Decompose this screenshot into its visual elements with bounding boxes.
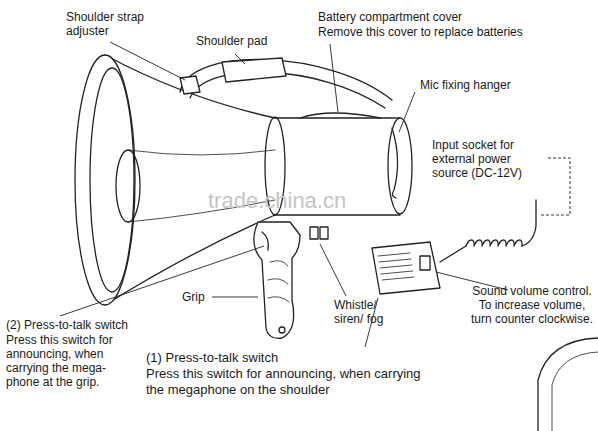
watermark: trade.china.cn bbox=[208, 188, 408, 214]
switch bbox=[320, 227, 328, 239]
switch-heading: (1) Press-to-talk switch bbox=[146, 350, 436, 366]
grip-ridges bbox=[268, 261, 289, 302]
horn-rim bbox=[90, 68, 134, 292]
part-label: Grip bbox=[182, 290, 222, 304]
note-text: Press this switch for announcing, when c… bbox=[6, 333, 136, 389]
body-end bbox=[388, 118, 412, 214]
part-label: Sound volume control. To increase volume… bbox=[470, 284, 594, 326]
leader-line bbox=[60, 246, 264, 316]
battery-cover bbox=[300, 113, 380, 118]
horn-driver bbox=[116, 150, 140, 222]
coiled-cord bbox=[466, 240, 522, 246]
trigger bbox=[262, 232, 268, 250]
horn-mouth bbox=[75, 55, 135, 305]
shoulder-pad bbox=[222, 58, 286, 82]
part-label: Input socket for external power source (… bbox=[432, 138, 546, 180]
grip bbox=[254, 222, 300, 338]
part-label: Whistle/ siren/ fog bbox=[334, 298, 384, 326]
leader-line bbox=[330, 44, 338, 112]
leader-line bbox=[399, 92, 415, 132]
grip-loop bbox=[279, 327, 285, 333]
switch bbox=[310, 227, 318, 239]
shoulder-strap bbox=[190, 72, 385, 108]
microphone bbox=[372, 242, 440, 294]
leader-line bbox=[212, 297, 258, 298]
leader-line bbox=[235, 54, 245, 64]
partial-object bbox=[538, 338, 598, 431]
leader-line bbox=[110, 42, 185, 80]
partial-object bbox=[552, 352, 598, 431]
part-label: Shoulder pad bbox=[196, 34, 286, 48]
part-label: Battery compartment cover bbox=[318, 10, 588, 24]
cord bbox=[440, 246, 466, 262]
cord bbox=[522, 200, 536, 246]
mic-hanger bbox=[392, 128, 398, 198]
note-text: Remove this cover to replace batteries bbox=[318, 25, 593, 39]
mic-grille bbox=[378, 253, 414, 280]
part-label: Shoulder strap adjuster bbox=[66, 10, 161, 38]
leader-line bbox=[540, 158, 570, 215]
note-text: Press this switch for announcing, when c… bbox=[146, 366, 436, 398]
leader-line bbox=[320, 244, 346, 296]
switch-heading: (2) Press-to-talk switch bbox=[6, 318, 156, 332]
part-label: Mic fixing hanger bbox=[420, 78, 550, 92]
mic-button bbox=[420, 256, 430, 270]
